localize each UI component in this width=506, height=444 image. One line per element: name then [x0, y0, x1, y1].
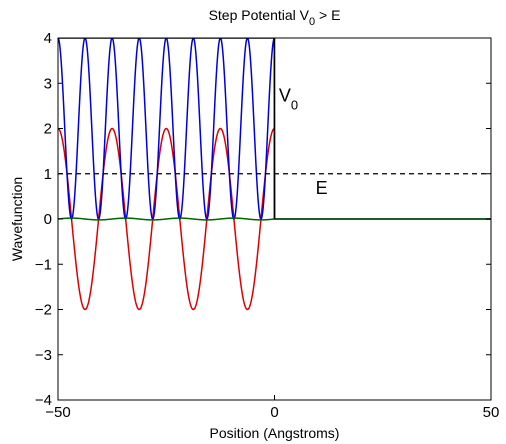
y-tick-label: 0 [44, 211, 52, 228]
chart-title-sub: 0 [309, 16, 315, 28]
y-tick-label: 4 [44, 30, 52, 47]
plot-area [58, 38, 491, 311]
annotation-sub: 0 [291, 97, 298, 112]
x-tick-label: 50 [483, 404, 500, 421]
annotation-main: E [316, 178, 328, 198]
axes-layer: −4 −3 −2 −1 0 1 2 3 4 −50 0 50 [35, 30, 499, 421]
y-tick-label: −4 [35, 392, 52, 409]
y-axis-label: Wavefunction [9, 177, 25, 261]
chart-title-main: Step Potential V [209, 7, 310, 23]
plot-layer [58, 38, 491, 311]
y-tick-label: 2 [44, 121, 52, 138]
annotation-main: V [279, 85, 291, 105]
x-tick-label: −50 [45, 404, 70, 421]
x-axis-label: Position (Angstroms) [210, 425, 340, 441]
y-tick-label: −2 [35, 302, 52, 319]
annotation-e: E [316, 178, 328, 198]
x-tick-label: 0 [270, 404, 278, 421]
y-tick-label: −3 [35, 347, 52, 364]
y-tick-label: 1 [44, 166, 52, 183]
annotation-v0: V0 [279, 85, 298, 112]
chart-title: Step Potential V0 > E [209, 7, 341, 28]
y-tick-label: −1 [35, 256, 52, 273]
y-tick-label: 3 [44, 75, 52, 92]
chart-title-tail: > E [315, 7, 340, 23]
